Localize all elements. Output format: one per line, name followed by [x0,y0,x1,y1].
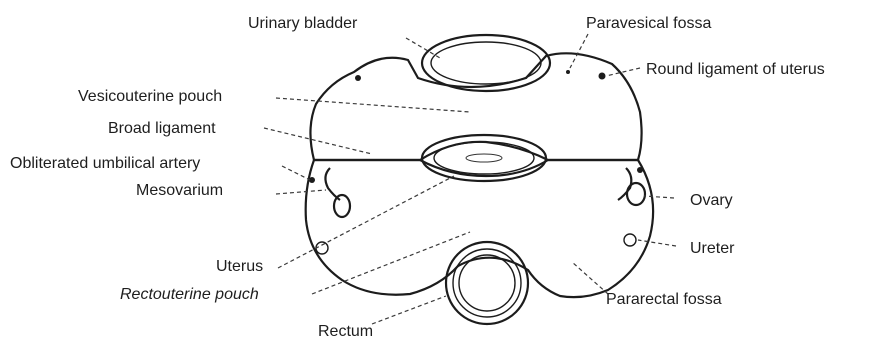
label-vesicouterine-pouch: Vesicouterine pouch [78,88,222,105]
label-paravesical-fossa: Paravesical fossa [586,15,711,32]
label-ureter: Ureter [690,240,735,257]
label-rectum: Rectum [318,323,373,340]
right-mesovarium-shape [618,168,631,200]
right-vessel-dot [637,167,643,173]
round-ligament-dot [599,73,606,80]
leader-pararectal-fossa [572,262,608,294]
label-round-ligament: Round ligament of uterus [646,61,825,78]
left-mesovarium-shape [325,168,340,200]
leader-paravesical-fossa [570,34,588,68]
anterior-peritoneal-region [310,53,641,160]
leader-ovary [644,196,674,198]
leader-vesicouterine-pouch [276,98,470,112]
label-obliterated-umbilical-artery: Obliterated umbilical artery [10,155,200,172]
left-upper-dot [355,75,361,81]
leader-mesovarium [276,190,326,194]
leader-obliterated-umbilical-artery [282,166,310,180]
label-mesovarium: Mesovarium [136,182,223,199]
left-ovary-shape [334,195,350,217]
label-rectouterine-pouch: Rectouterine pouch [120,286,259,303]
label-uterus: Uterus [216,258,263,275]
leader-ureter [638,240,676,246]
label-urinary-bladder: Urinary bladder [248,15,358,32]
leader-broad-ligament [264,128,372,154]
label-broad-ligament: Broad ligament [108,120,216,137]
label-ovary: Ovary [690,192,733,209]
leader-uterus [278,176,454,268]
right-ureter-shape [624,234,636,246]
label-pararectal-fossa: Pararectal fossa [606,291,722,308]
leader-rectum [372,296,446,324]
right-ovary-shape [627,183,645,205]
left-ureter-shape [316,242,328,254]
urinary-bladder-shape [422,35,550,91]
